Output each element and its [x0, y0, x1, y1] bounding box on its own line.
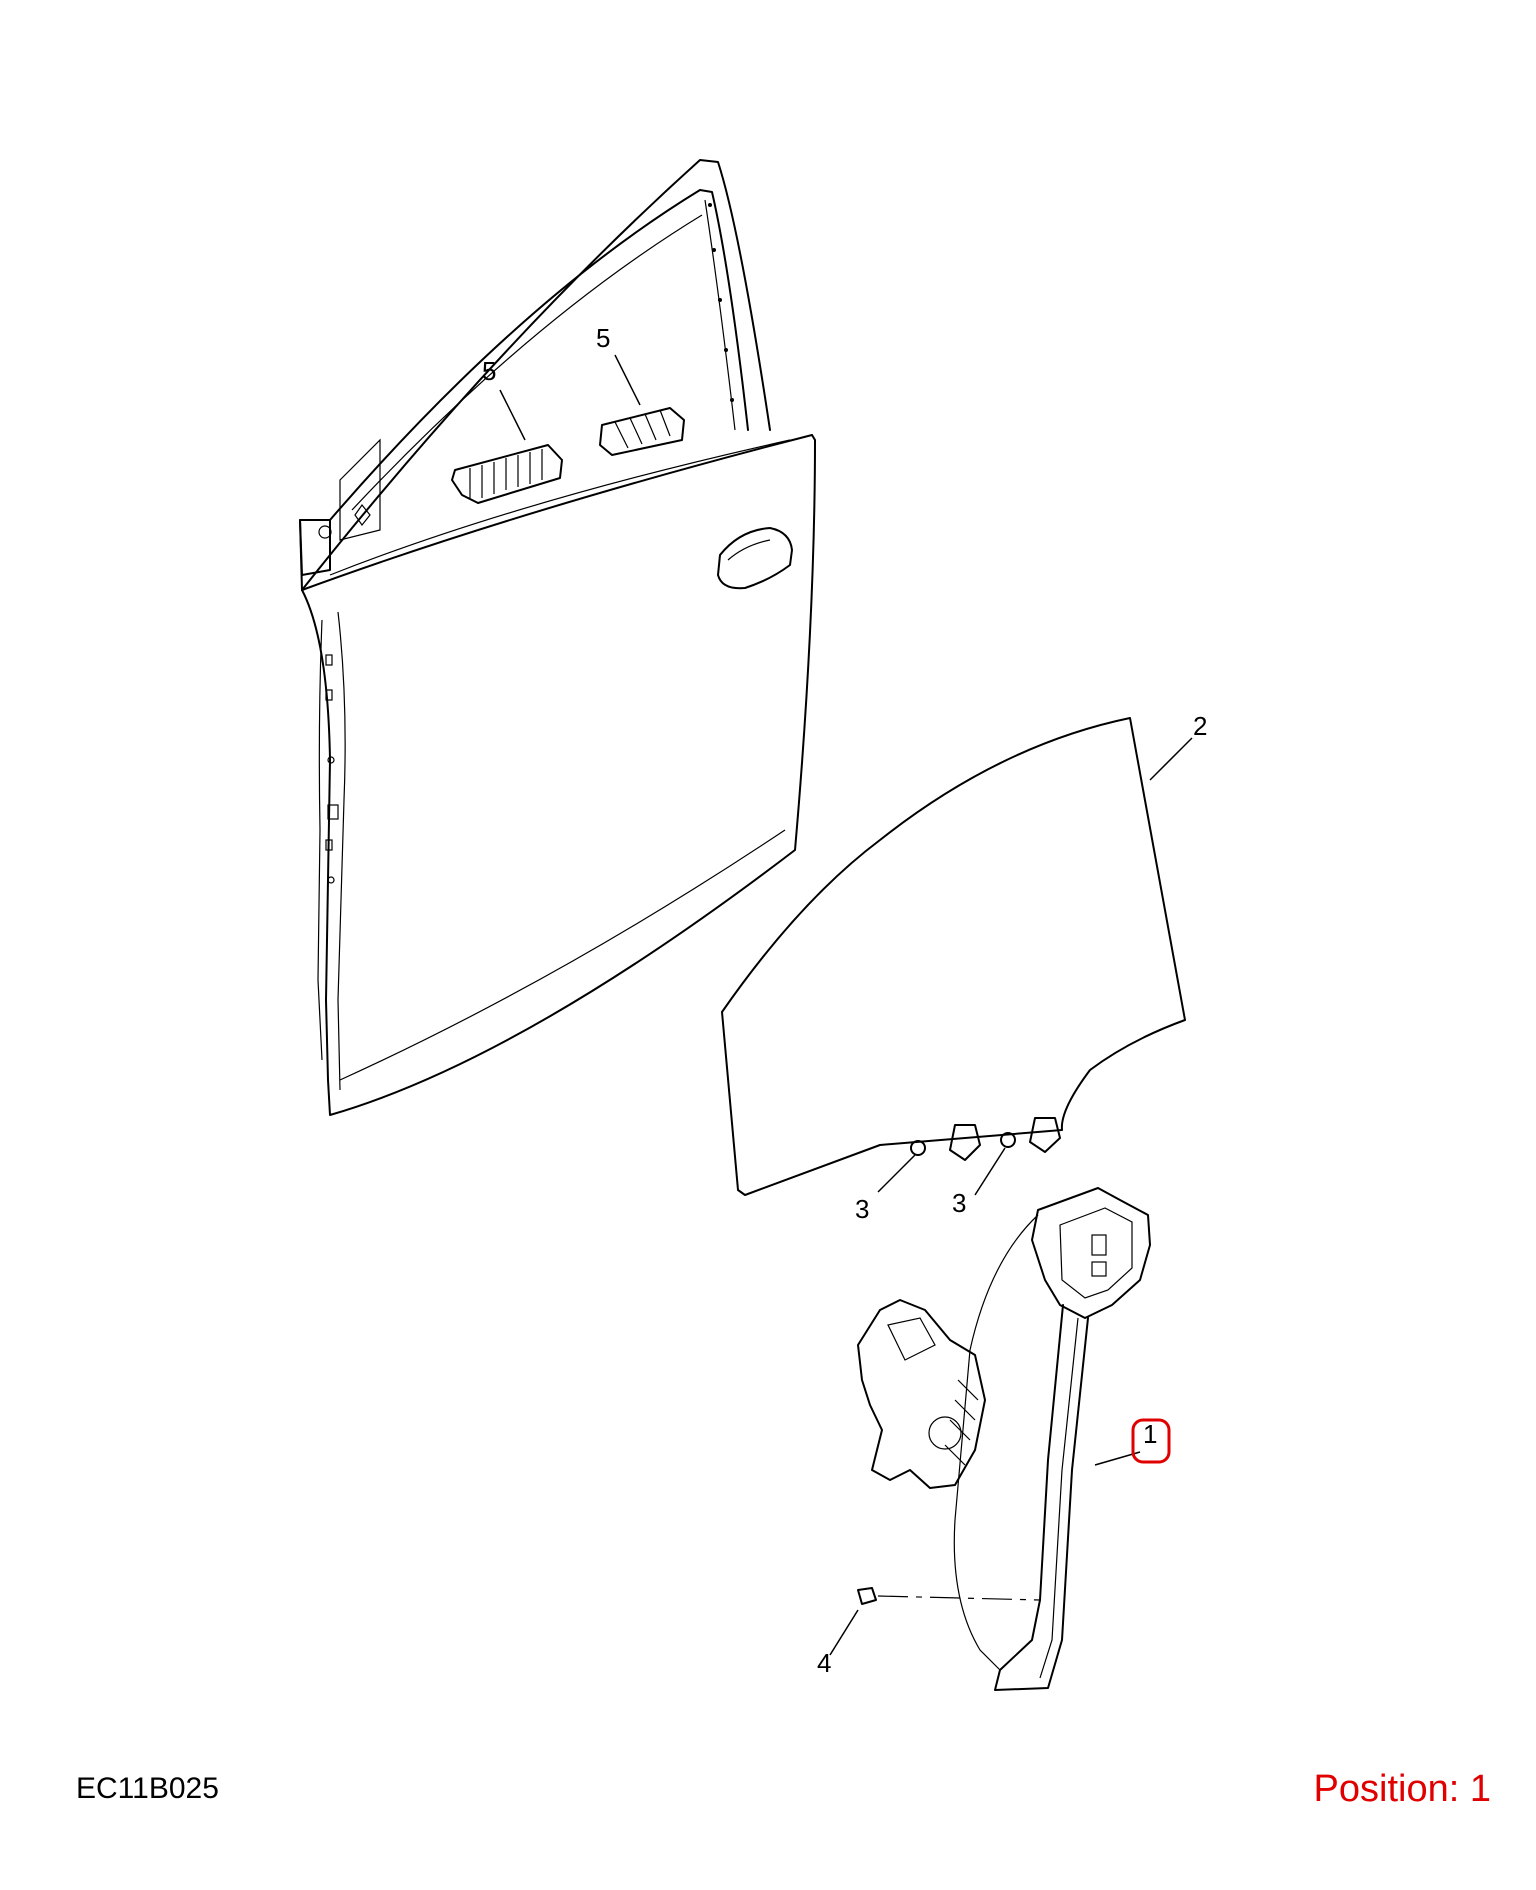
- callout-latch-left: 5: [482, 356, 496, 386]
- leader-5-right: [614, 354, 641, 406]
- leader-5-left: [499, 389, 526, 441]
- window-regulator: [857, 1187, 1151, 1691]
- leader-4: [829, 1609, 859, 1656]
- callout-regulator-bolt: 4: [817, 1648, 831, 1678]
- callout-bolt-right: 3: [952, 1188, 966, 1218]
- leader-2: [1149, 737, 1193, 781]
- latch-right: [599, 407, 685, 456]
- callout-bolt-left: 3: [855, 1194, 869, 1224]
- callout-window-glass: 2: [1193, 711, 1207, 741]
- position-label: Position: 1: [1313, 1768, 1491, 1810]
- drawing-id: EC11B025: [76, 1772, 219, 1805]
- highlight-box: [1131, 1418, 1171, 1464]
- motor-gear: [928, 1416, 962, 1450]
- callout-latch-right: 5: [596, 323, 610, 353]
- door-assembly: [299, 159, 816, 1116]
- bolt-left: [910, 1140, 926, 1156]
- glass-clip-left: [949, 1124, 981, 1161]
- regulator-bolt: [857, 1587, 877, 1605]
- door-handle: [717, 527, 793, 590]
- hinge-holes: [325, 654, 339, 884]
- latch-left: [451, 444, 563, 504]
- leader-3-left: [877, 1154, 916, 1193]
- glass-clip-right: [1029, 1117, 1061, 1153]
- callout-regulator: 1: [1143, 1419, 1157, 1449]
- bolt-right: [1000, 1132, 1016, 1148]
- window-glass: [721, 717, 1186, 1196]
- frame-rivets: [708, 203, 734, 402]
- leader-3-right: [974, 1147, 1006, 1196]
